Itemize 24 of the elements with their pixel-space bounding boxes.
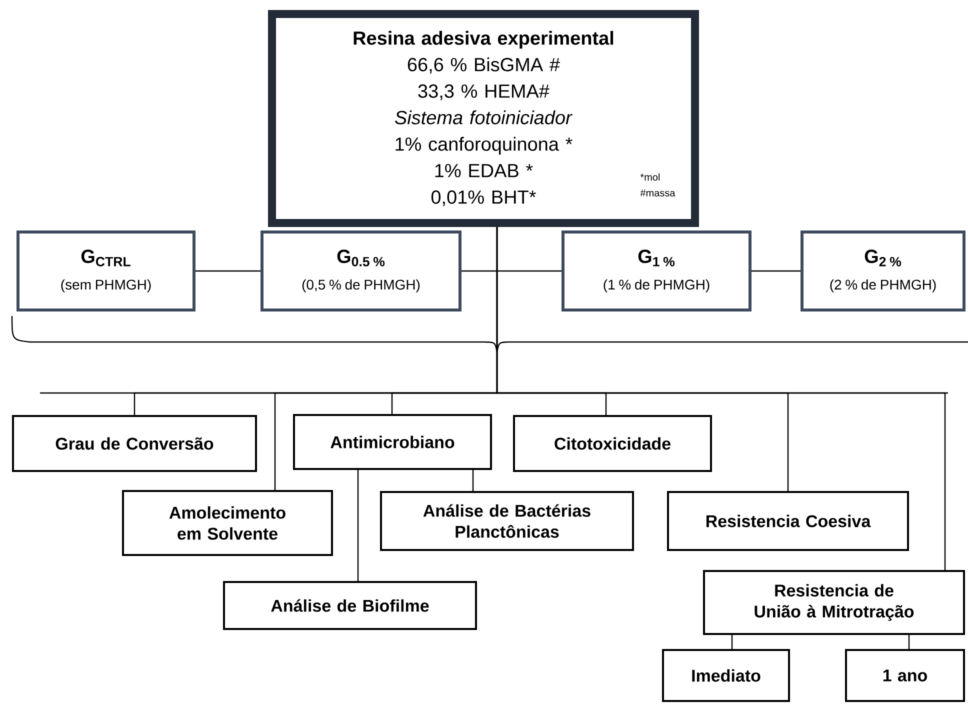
test-box: Imediato	[662, 649, 790, 702]
test-box: Análise de Biofilme	[223, 581, 477, 630]
connector-line	[472, 470, 474, 491]
group-box: G$_{CTRL}$ (sem PHMGH)	[16, 230, 196, 312]
connector-line	[357, 470, 359, 581]
connector-line	[196, 270, 260, 272]
note: #massa	[640, 190, 676, 196]
connector-line	[496, 227, 946, 570]
test-box: Resistencia Coesiva	[667, 491, 910, 551]
test-box: Citotoxicidade	[513, 415, 712, 472]
connector-line	[908, 635, 910, 649]
note: *mol	[640, 173, 660, 181]
test-box: Resistencia de União à Mitrotração	[703, 570, 966, 635]
test-box: Antimicrobiano	[293, 414, 492, 470]
group-box: G$_{1 %}$ (1 % de PHMGH)	[562, 230, 752, 312]
group-box: G$_{0.5 %}$ (0,5 % de PHMGH)	[260, 230, 462, 312]
connector-line	[462, 270, 562, 272]
test-box: Análise de Bactérias Planctônicas	[380, 491, 634, 551]
group-box: G$_{2 %}$ (2 % de PHMGH)	[800, 230, 966, 312]
test-box: Grau de Conversão	[12, 415, 257, 472]
connector-line	[752, 270, 800, 272]
test-box: Amolecimento em Solvente	[122, 490, 333, 556]
test-box: 1 ano	[845, 649, 966, 702]
connector-line	[731, 635, 733, 649]
